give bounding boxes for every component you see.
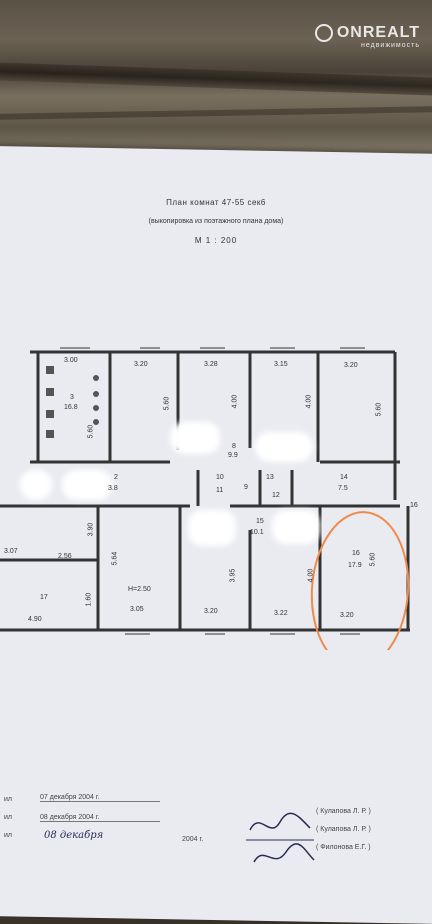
redaction-blur xyxy=(188,510,236,546)
room-16-number: 16 xyxy=(352,550,360,557)
wood-background xyxy=(0,0,432,160)
watermark-logo: ONREALT xyxy=(314,24,420,42)
ceiling-height-label: Н=2.50 xyxy=(128,586,151,593)
dim-label: 5.60 xyxy=(375,402,383,417)
room-15-area: 10.1 xyxy=(250,529,264,536)
dim-label: 3.22 xyxy=(274,610,288,617)
logo-ring-icon xyxy=(314,24,333,42)
dim-label: 3.20 xyxy=(134,361,148,368)
room-9-number: 9 xyxy=(244,484,248,491)
dim-label: 4.00 xyxy=(231,394,239,409)
room-17-number: 17 xyxy=(40,594,48,601)
dim-label: 5.60 xyxy=(87,424,95,439)
dim-label: 2.56 xyxy=(58,553,72,560)
document-title: План комнат 47-55 сек6 xyxy=(166,198,266,207)
dim-label: 3.20 xyxy=(204,608,218,615)
room-13-number: 13 xyxy=(266,474,274,481)
room-3-area: 16.8 xyxy=(64,404,78,411)
handwritten-signature xyxy=(246,812,315,863)
room-2-area: 3.8 xyxy=(108,485,118,492)
redaction-blur xyxy=(255,432,313,462)
dim-label: 3.20 xyxy=(340,612,354,619)
room-15-number: 15 xyxy=(256,518,264,525)
signature-date-1: 07 декабря 2004 г. xyxy=(40,794,160,802)
dim-label: 3.00 xyxy=(64,357,78,364)
dim-label: 1.60 xyxy=(85,592,93,607)
room-10-number: 10 xyxy=(216,474,224,481)
document-subtitle: (выкопировка из поэтажного плана дома) xyxy=(148,218,284,225)
signature-date-2: 08 декабря 2004 г. xyxy=(40,814,160,822)
floor-plan xyxy=(0,347,410,650)
signature-prefix: ил xyxy=(4,796,12,803)
room-11-number: 11 xyxy=(216,487,224,494)
signature-date-3-year: 2004 г. xyxy=(182,836,204,843)
redaction-blur xyxy=(272,510,320,544)
dim-label: 3.28 xyxy=(204,361,218,368)
dim-label: 5.64 xyxy=(111,551,119,566)
dim-label: 3.07 xyxy=(4,548,18,555)
signature-date-3-handwritten: 08 декабря xyxy=(44,830,104,841)
dim-label: 4.00 xyxy=(307,568,315,583)
signature-prefix: ил xyxy=(4,832,12,839)
wood-grain xyxy=(0,62,432,96)
dim-label: 3.20 xyxy=(344,362,358,369)
dim-label: 4.00 xyxy=(305,394,313,409)
room-16-side-label: 16 xyxy=(410,502,418,509)
room-8-area: 9.9 xyxy=(228,452,238,459)
signature-name-3: ( Филонова Е.Г. ) xyxy=(316,844,371,851)
dim-label: 3.90 xyxy=(87,522,95,537)
redaction-blur xyxy=(62,470,112,500)
watermark-brand: ONREALT xyxy=(336,24,420,41)
dim-label: 3.95 xyxy=(229,568,237,583)
room-8-number: 8 xyxy=(232,443,236,450)
room-16-highlight xyxy=(310,511,410,650)
room-2-number: 2 xyxy=(114,474,118,481)
signature-prefix: ил xyxy=(4,814,12,821)
signature-name-1: ( Кулапова Л. Р. ) xyxy=(316,808,371,815)
watermark-tagline: недвижимость xyxy=(361,42,420,49)
dim-label: 5.60 xyxy=(163,396,171,411)
room-3-number: 3 xyxy=(70,394,74,401)
dim-label: 5.60 xyxy=(369,552,377,567)
document-scale: М 1 : 200 xyxy=(194,236,238,245)
signature-name-2: ( Кулапова Л. Р. ) xyxy=(316,826,371,833)
room-12-number: 12 xyxy=(272,492,280,499)
room-14-area: 7.5 xyxy=(338,485,348,492)
redaction-blur xyxy=(20,470,52,500)
dim-label: 3.05 xyxy=(130,606,144,613)
redaction-blur xyxy=(170,422,220,454)
watermark: ONREALT недвижимость xyxy=(314,24,420,49)
room-14-number: 14 xyxy=(340,474,348,481)
dim-label: 3.15 xyxy=(274,361,288,368)
dim-label: 4.90 xyxy=(28,616,42,623)
wood-grain xyxy=(0,106,432,120)
room-16-area: 17.9 xyxy=(348,562,362,569)
